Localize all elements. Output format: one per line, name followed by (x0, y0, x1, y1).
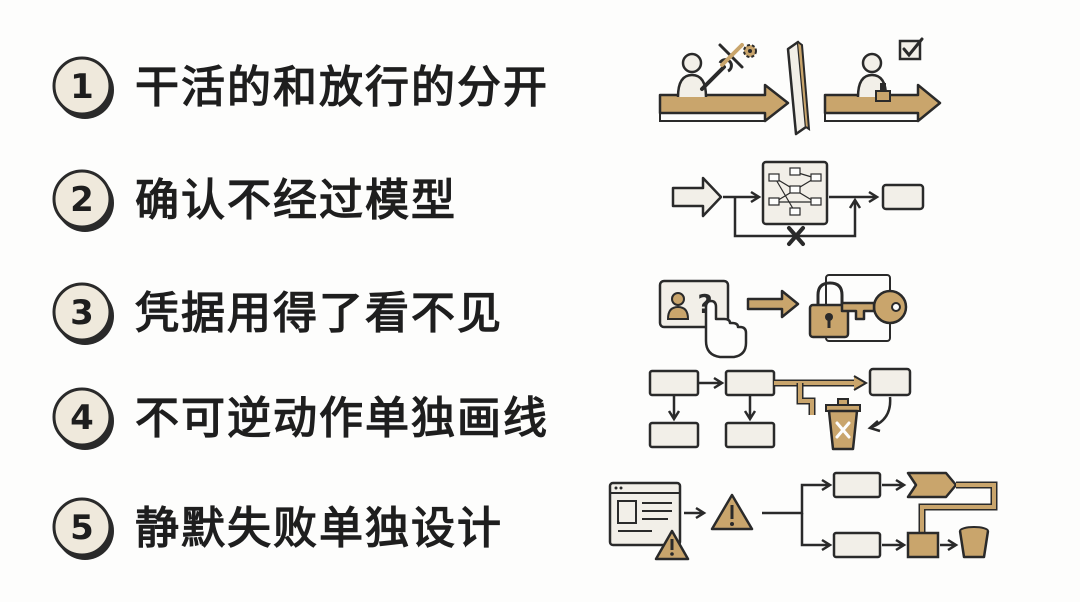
hidden-credential-illustration: ? (658, 274, 908, 359)
number-text-1: 1 (70, 67, 94, 107)
input-arrow-icon (671, 176, 723, 218)
irreversible-action-illustration (648, 367, 912, 451)
padlock-icon (808, 281, 850, 339)
number-badge-2: 2 (52, 169, 114, 232)
pointing-hand-icon (704, 299, 748, 359)
approver-stamp-icon (856, 52, 891, 102)
left-arrow-platform (658, 83, 790, 123)
flag-arrow-icon (906, 471, 958, 499)
number-badge-3: 3 (52, 282, 114, 345)
number-badge-5: 5 (52, 497, 114, 560)
tools-icon (718, 43, 744, 69)
flow-box-icon (832, 471, 882, 499)
transfer-arrow-icon (746, 289, 800, 319)
number-badge-1: 1 (52, 56, 114, 119)
flow-box-icon (648, 421, 700, 449)
right-arrow-platform (823, 83, 942, 123)
branch-boxes (832, 471, 882, 559)
model-network-icon (761, 160, 829, 226)
irreversible-path (774, 375, 868, 415)
wall-divider-icon (786, 40, 811, 136)
flow-boxes (648, 367, 912, 449)
delete-x-icon (835, 421, 851, 439)
worker-wrench-icon (676, 52, 733, 98)
trash-can-icon (825, 398, 861, 451)
key-icon (840, 289, 908, 325)
bypass-model-illustration (671, 160, 925, 246)
number-text-3: 3 (70, 293, 94, 333)
number-text-4: 4 (70, 398, 94, 438)
number-badge-4: 4 (52, 387, 114, 450)
principle-row-4: 4 不可逆动作单独画线 (0, 363, 1080, 473)
flow-box-icon (832, 531, 882, 559)
flow-box-icon (868, 367, 912, 397)
gear-icon (743, 44, 757, 58)
checkbox-check-icon (898, 37, 924, 61)
separation-illustration (658, 37, 942, 136)
principle-label-2: 确认不经过模型 (135, 175, 457, 226)
principle-row-1: 1 干活的和放行的分开 (0, 32, 1080, 142)
principle-label-4: 不可逆动作单独画线 (135, 393, 549, 444)
principle-label-3: 凭据用得了看不见 (135, 288, 503, 339)
number-text-2: 2 (70, 180, 94, 220)
flow-box-icon (648, 369, 700, 397)
principle-row-2: 2 确认不经过模型 (0, 145, 1080, 255)
principle-row-5: 5 静默失败单独设计 (0, 471, 1080, 583)
bucket-icon (906, 531, 940, 559)
principle-row-3: 3 凭据用得了看不见 ? (0, 258, 1080, 368)
flow-box-icon (724, 369, 776, 397)
document-window-icon (608, 481, 682, 547)
principle-label-1: 干活的和放行的分开 (135, 62, 549, 113)
warning-triangle-icon (654, 529, 690, 561)
number-text-5: 5 (70, 508, 94, 548)
bucket-icon (958, 526, 990, 559)
principle-label-5: 静默失败单独设计 (135, 503, 503, 554)
blocked-x-icon (787, 226, 805, 246)
silent-failure-illustration (608, 471, 998, 561)
flow-box-icon (724, 421, 776, 449)
warning-triangle-icon (710, 493, 754, 531)
output-box-icon (881, 183, 925, 211)
